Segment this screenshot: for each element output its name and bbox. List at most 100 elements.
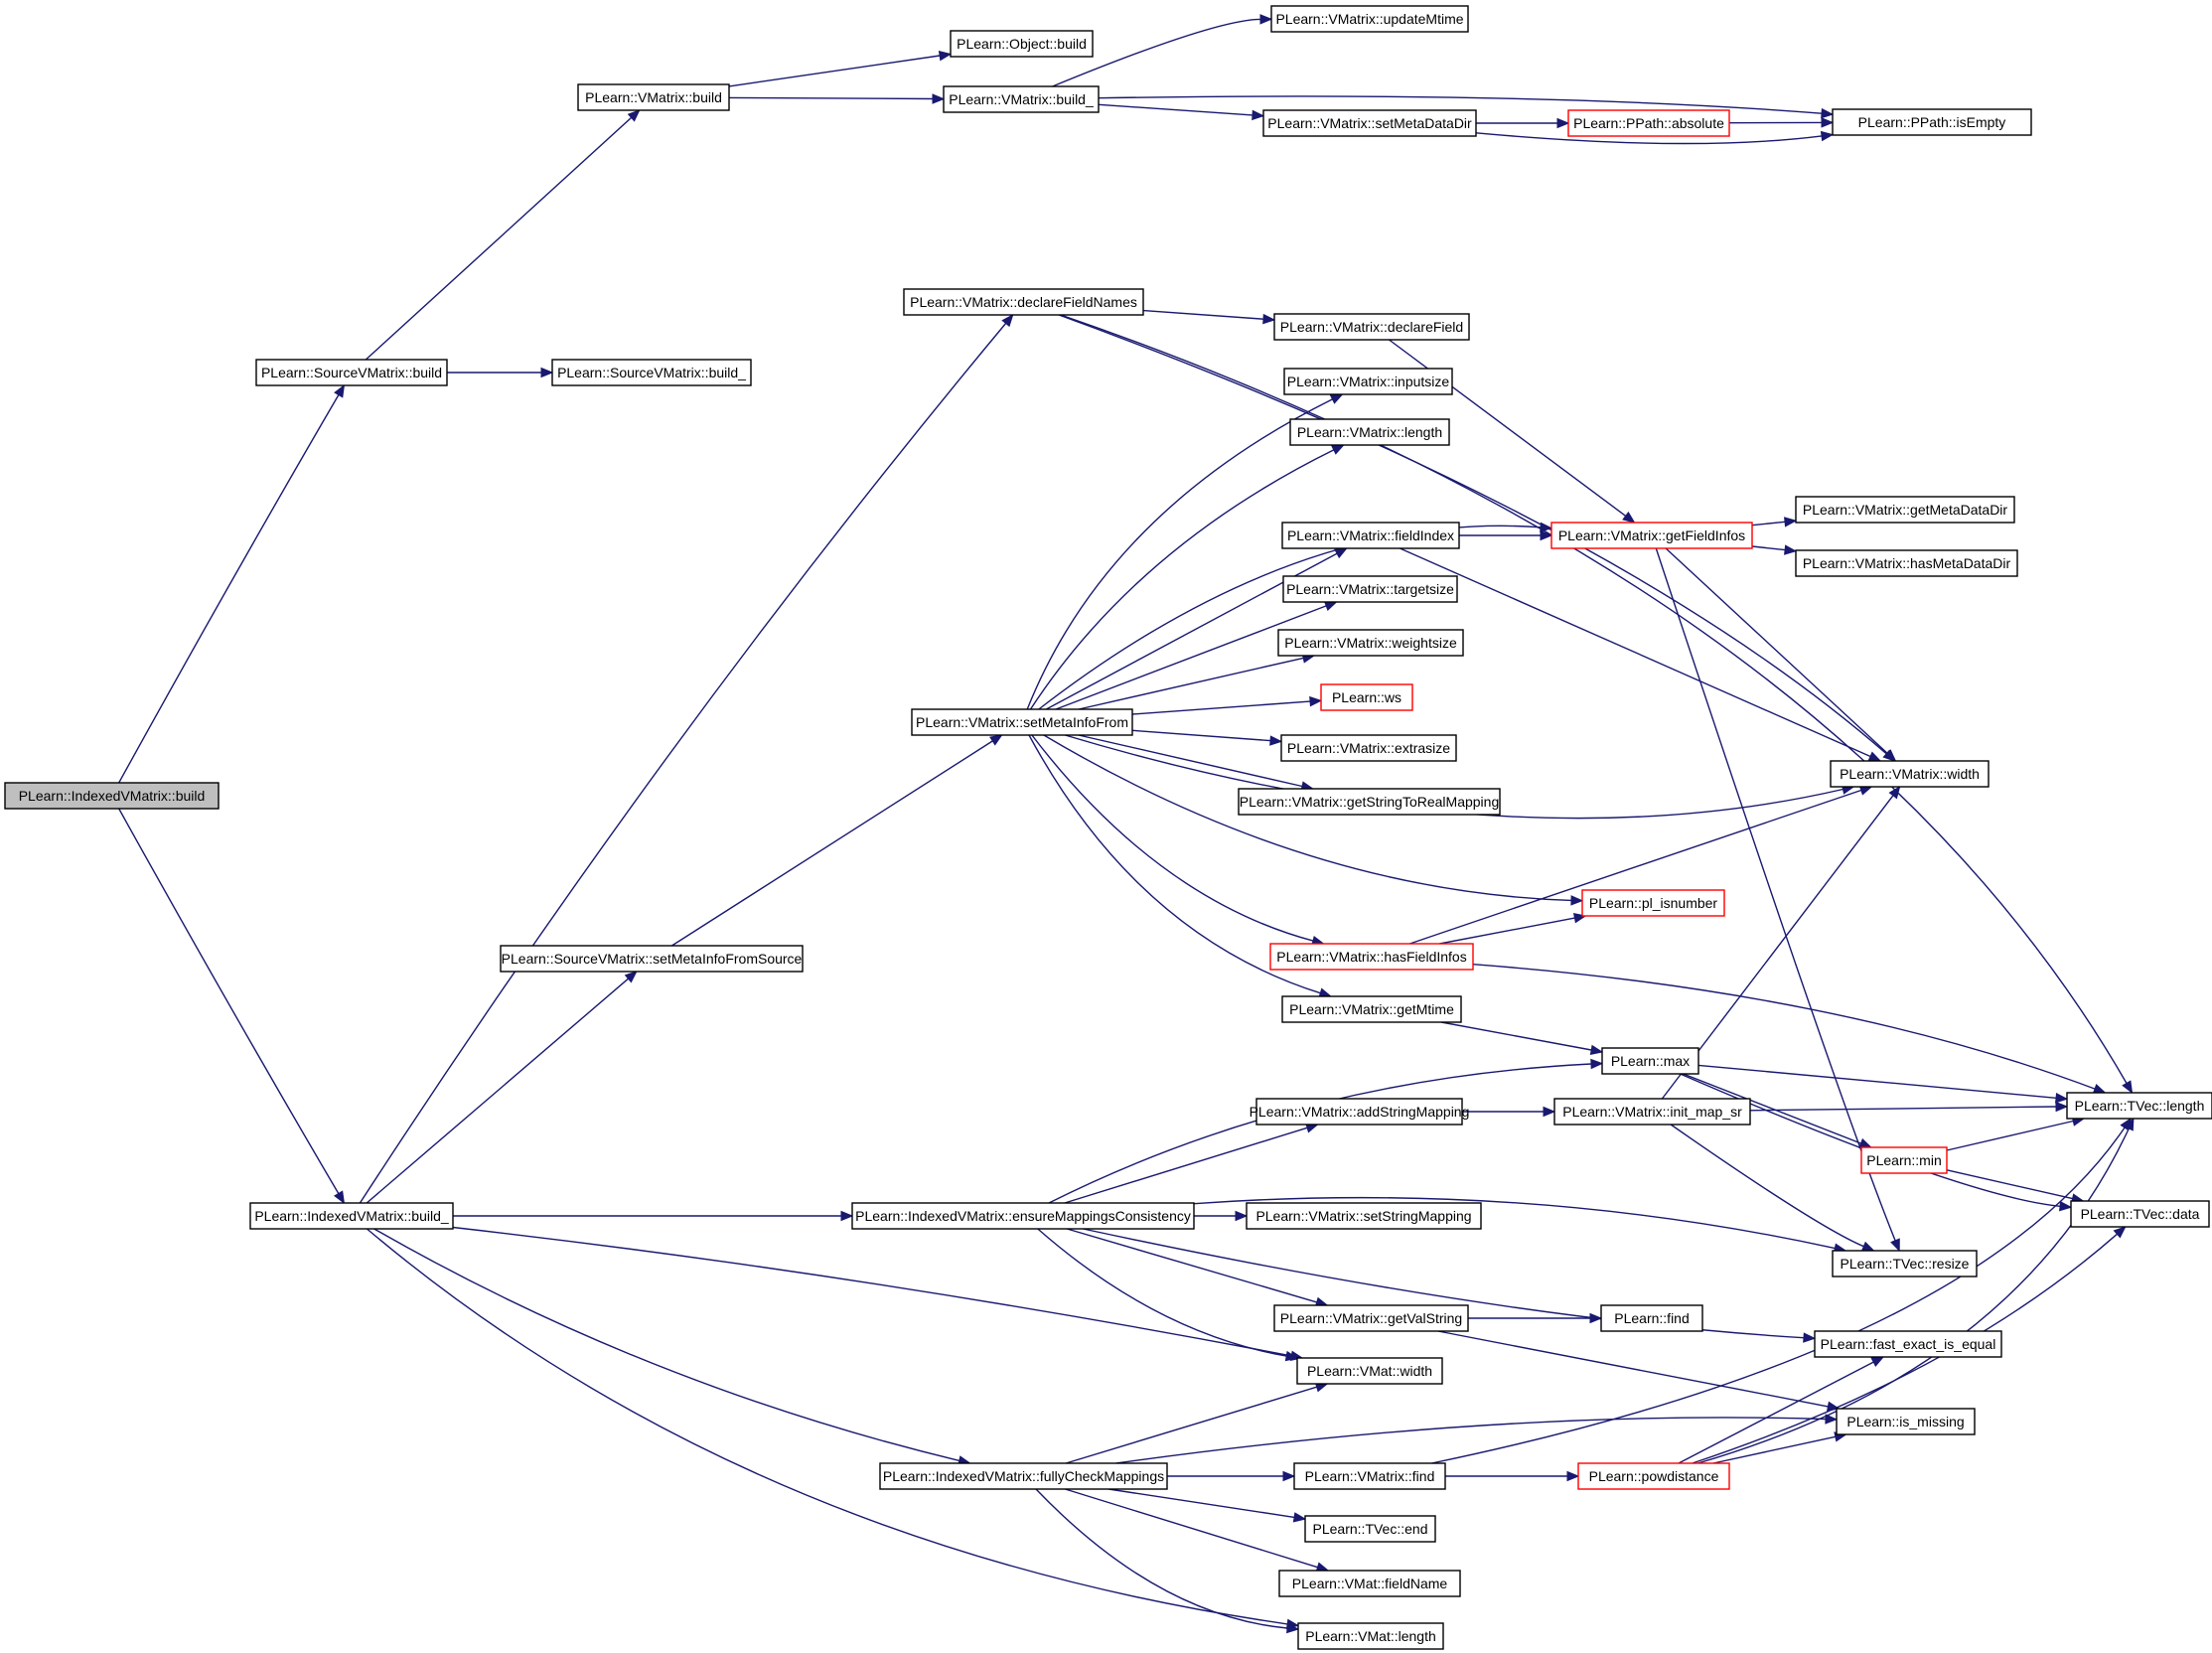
edge-line (1026, 398, 1333, 710)
node-label: PLearn::VMatrix::setStringMapping (1255, 1208, 1471, 1224)
edge-n8-n6 (1728, 117, 1835, 128)
edge-line (1193, 1196, 1836, 1250)
node-plearn-vmatrix-getstringtorealmapping[interactable]: PLearn::VMatrix::getStringToRealMapping (1238, 788, 1501, 816)
node-label: PLearn::IndexedVMatrix::build_ (254, 1208, 449, 1224)
node-plearn-vmatrix-getfieldinfos[interactable]: PLearn::VMatrix::getFieldInfos (1550, 522, 1753, 549)
node-plearn-ppath-isempty[interactable]: PLearn::PPath::isEmpty (1832, 108, 2032, 136)
arrowhead-icon (334, 383, 346, 398)
edge-n44-n48 (1065, 1488, 1330, 1573)
node-label: PLearn::VMatrix::width (1840, 766, 1980, 782)
node-plearn-vmatrix-declarefieldnames[interactable]: PLearn::VMatrix::declareFieldNames (903, 288, 1144, 316)
node-label: PLearn::VMatrix::length (1297, 424, 1442, 440)
edge-n19-n20 (671, 734, 1003, 947)
node-plearn-vmatrix-extrasize[interactable]: PLearn::VMatrix::extrasize (1280, 734, 1457, 762)
edge-line (1078, 734, 1303, 788)
edge-line (1678, 1361, 1874, 1464)
node-plearn-indexedvmatrix-build[interactable]: PLearn::IndexedVMatrix::build (4, 782, 220, 810)
edge-line (1440, 1021, 1592, 1051)
node-box (1278, 1570, 1461, 1597)
edge-n10-n35 (453, 1210, 854, 1222)
edge-line (1431, 1127, 2126, 1464)
node-plearn-ws[interactable]: PLearn::ws (1320, 683, 1413, 711)
node-box (1270, 5, 1469, 33)
node-plearn-vmatrix-addstringmapping[interactable]: PLearn::VMatrix::addStringMapping (1250, 1098, 1470, 1126)
node-plearn-vmatrix-setmetainfofrom[interactable]: PLearn::VMatrix::setMetaInfoFrom (911, 708, 1133, 736)
node-box (1297, 1622, 1444, 1650)
node-plearn-vmatrix-hasmetadatadir[interactable]: PLearn::VMatrix::hasMetaDataDir (1795, 549, 2018, 577)
node-plearn-vmatrix-getvalstring[interactable]: PLearn::VMatrix::getValString (1273, 1304, 1469, 1332)
node-plearn-indexedvmatrix-ensuremappingsconsistency[interactable]: PLearn::IndexedVMatrix::ensureMappingsCo… (851, 1202, 1195, 1230)
node-plearn-is-missing[interactable]: PLearn::is_missing (1836, 1408, 1976, 1435)
node-box (1860, 1146, 1948, 1174)
node-plearn-vmatrix-declarefield[interactable]: PLearn::VMatrix::declareField (1273, 313, 1470, 341)
node-plearn-pl-isnumber[interactable]: PLearn::pl_isnumber (1581, 889, 1725, 917)
node-plearn-vmatrix-hasfieldinfos[interactable]: PLearn::VMatrix::hasFieldInfos (1269, 943, 1474, 971)
node-plearn-sourcevmatrix-build[interactable]: PLearn::SourceVMatrix::build (255, 359, 448, 386)
node-plearn-sourcevmatrix-setmetainfofromsource[interactable]: PLearn::SourceVMatrix::setMetaInfoFromSo… (500, 945, 804, 973)
node-label: PLearn::VMatrix::find (1305, 1468, 1435, 1484)
node-plearn-vmat-length[interactable]: PLearn::VMat::length (1297, 1622, 1444, 1650)
node-box (551, 359, 752, 386)
edge-line (366, 1228, 1288, 1625)
node-plearn-vmatrix-length[interactable]: PLearn::VMatrix::length (1289, 418, 1450, 446)
node-plearn-vmatrix-build[interactable]: PLearn::VMatrix::build (577, 83, 730, 111)
node-plearn-object-build[interactable]: PLearn::Object::build (950, 30, 1094, 58)
node-plearn-vmatrix-updatemtime[interactable]: PLearn::VMatrix::updateMtime (1270, 5, 1469, 33)
node-plearn-vmat-fieldname[interactable]: PLearn::VMat::fieldName (1278, 1570, 1461, 1597)
edge-line (1058, 314, 1887, 755)
arrowhead-icon (1282, 1470, 1296, 1482)
edge-line (1712, 1435, 1836, 1464)
edge-n10-n19 (366, 971, 638, 1204)
node-box (1600, 1304, 1703, 1332)
edge-n44-n47 (1107, 1488, 1307, 1523)
node-box (1550, 522, 1753, 549)
node-label: PLearn::SourceVMatrix::build (261, 365, 442, 380)
node-box (1304, 1515, 1436, 1543)
node-plearn-vmatrix-fieldindex[interactable]: PLearn::VMatrix::fieldIndex (1281, 522, 1460, 549)
edge-line (1065, 1488, 1318, 1569)
arrowhead-icon (540, 367, 554, 378)
node-plearn-min[interactable]: PLearn::min (1860, 1146, 1948, 1174)
node-plearn-vmatrix-targetsize[interactable]: PLearn::VMatrix::targetsize (1282, 575, 1458, 603)
node-plearn-tvec-end[interactable]: PLearn::TVec::end (1304, 1515, 1436, 1543)
edge-n35-n38 (1193, 1210, 1249, 1222)
arrowhead-icon (1252, 109, 1265, 121)
edge-line (1037, 1228, 1287, 1357)
node-plearn-vmatrix-getmtime[interactable]: PLearn::VMatrix::getMtime (1281, 995, 1462, 1023)
arrowhead-icon (1262, 313, 1276, 325)
node-plearn-vmat-width[interactable]: PLearn::VMat::width (1296, 1357, 1443, 1385)
node-plearn-vmatrix-getmetadatadir[interactable]: PLearn::VMatrix::getMetaDataDir (1795, 496, 2015, 524)
node-plearn-max[interactable]: PLearn::max (1601, 1047, 1699, 1075)
node-plearn-fast-exact-is-equal[interactable]: PLearn::fast_exact_is_equal (1814, 1330, 2002, 1358)
node-box (1836, 1408, 1976, 1435)
node-plearn-tvec-resize[interactable]: PLearn::TVec::resize (1832, 1250, 1978, 1277)
node-label: PLearn::TVec::length (2075, 1098, 2205, 1114)
node-plearn-vmatrix-weightsize[interactable]: PLearn::VMatrix::weightsize (1277, 629, 1464, 657)
node-plearn-tvec-length[interactable]: PLearn::TVec::length (2066, 1092, 2212, 1120)
edge-n20-n27 (1131, 729, 1283, 746)
edge-line (1052, 18, 1261, 87)
node-label: PLearn::powdistance (1589, 1468, 1719, 1484)
node-plearn-indexedvmatrix-fullycheckmappings[interactable]: PLearn::IndexedVMatrix::fullyCheckMappin… (879, 1462, 1168, 1490)
node-plearn-find[interactable]: PLearn::find (1600, 1304, 1703, 1332)
node-plearn-sourcevmatrix-build[interactable]: PLearn::SourceVMatrix::build_ (551, 359, 752, 386)
node-plearn-vmatrix-inputsize[interactable]: PLearn::VMatrix::inputsize (1283, 368, 1453, 395)
arrowhead-icon (1890, 1238, 1900, 1253)
node-box (1830, 760, 1990, 788)
edge-line (1665, 547, 1888, 755)
node-plearn-vmatrix-width[interactable]: PLearn::VMatrix::width (1830, 760, 1990, 788)
edge-n23-n13 (1458, 529, 1553, 541)
node-plearn-ppath-absolute[interactable]: PLearn::PPath::absolute (1567, 109, 1730, 137)
node-plearn-tvec-data[interactable]: PLearn::TVec::data (2070, 1200, 2210, 1228)
node-plearn-indexedvmatrix-build[interactable]: PLearn::IndexedVMatrix::build_ (249, 1202, 454, 1230)
node-plearn-vmatrix-init-map-sr[interactable]: PLearn::VMatrix::init_map_sr (1553, 1098, 1751, 1126)
node-label: PLearn::VMatrix::getStringToRealMapping (1240, 794, 1499, 810)
arrowhead-icon (1309, 695, 1323, 707)
node-plearn-vmatrix-build[interactable]: PLearn::VMatrix::build_ (943, 85, 1100, 113)
node-plearn-powdistance[interactable]: PLearn::powdistance (1577, 1462, 1730, 1490)
node-plearn-vmatrix-find[interactable]: PLearn::VMatrix::find (1293, 1462, 1446, 1490)
edge-line (1035, 1488, 1288, 1629)
node-plearn-vmatrix-setstringmapping[interactable]: PLearn::VMatrix::setStringMapping (1246, 1202, 1482, 1230)
node-plearn-vmatrix-setmetadatadir[interactable]: PLearn::VMatrix::setMetaDataDir (1262, 109, 1477, 137)
